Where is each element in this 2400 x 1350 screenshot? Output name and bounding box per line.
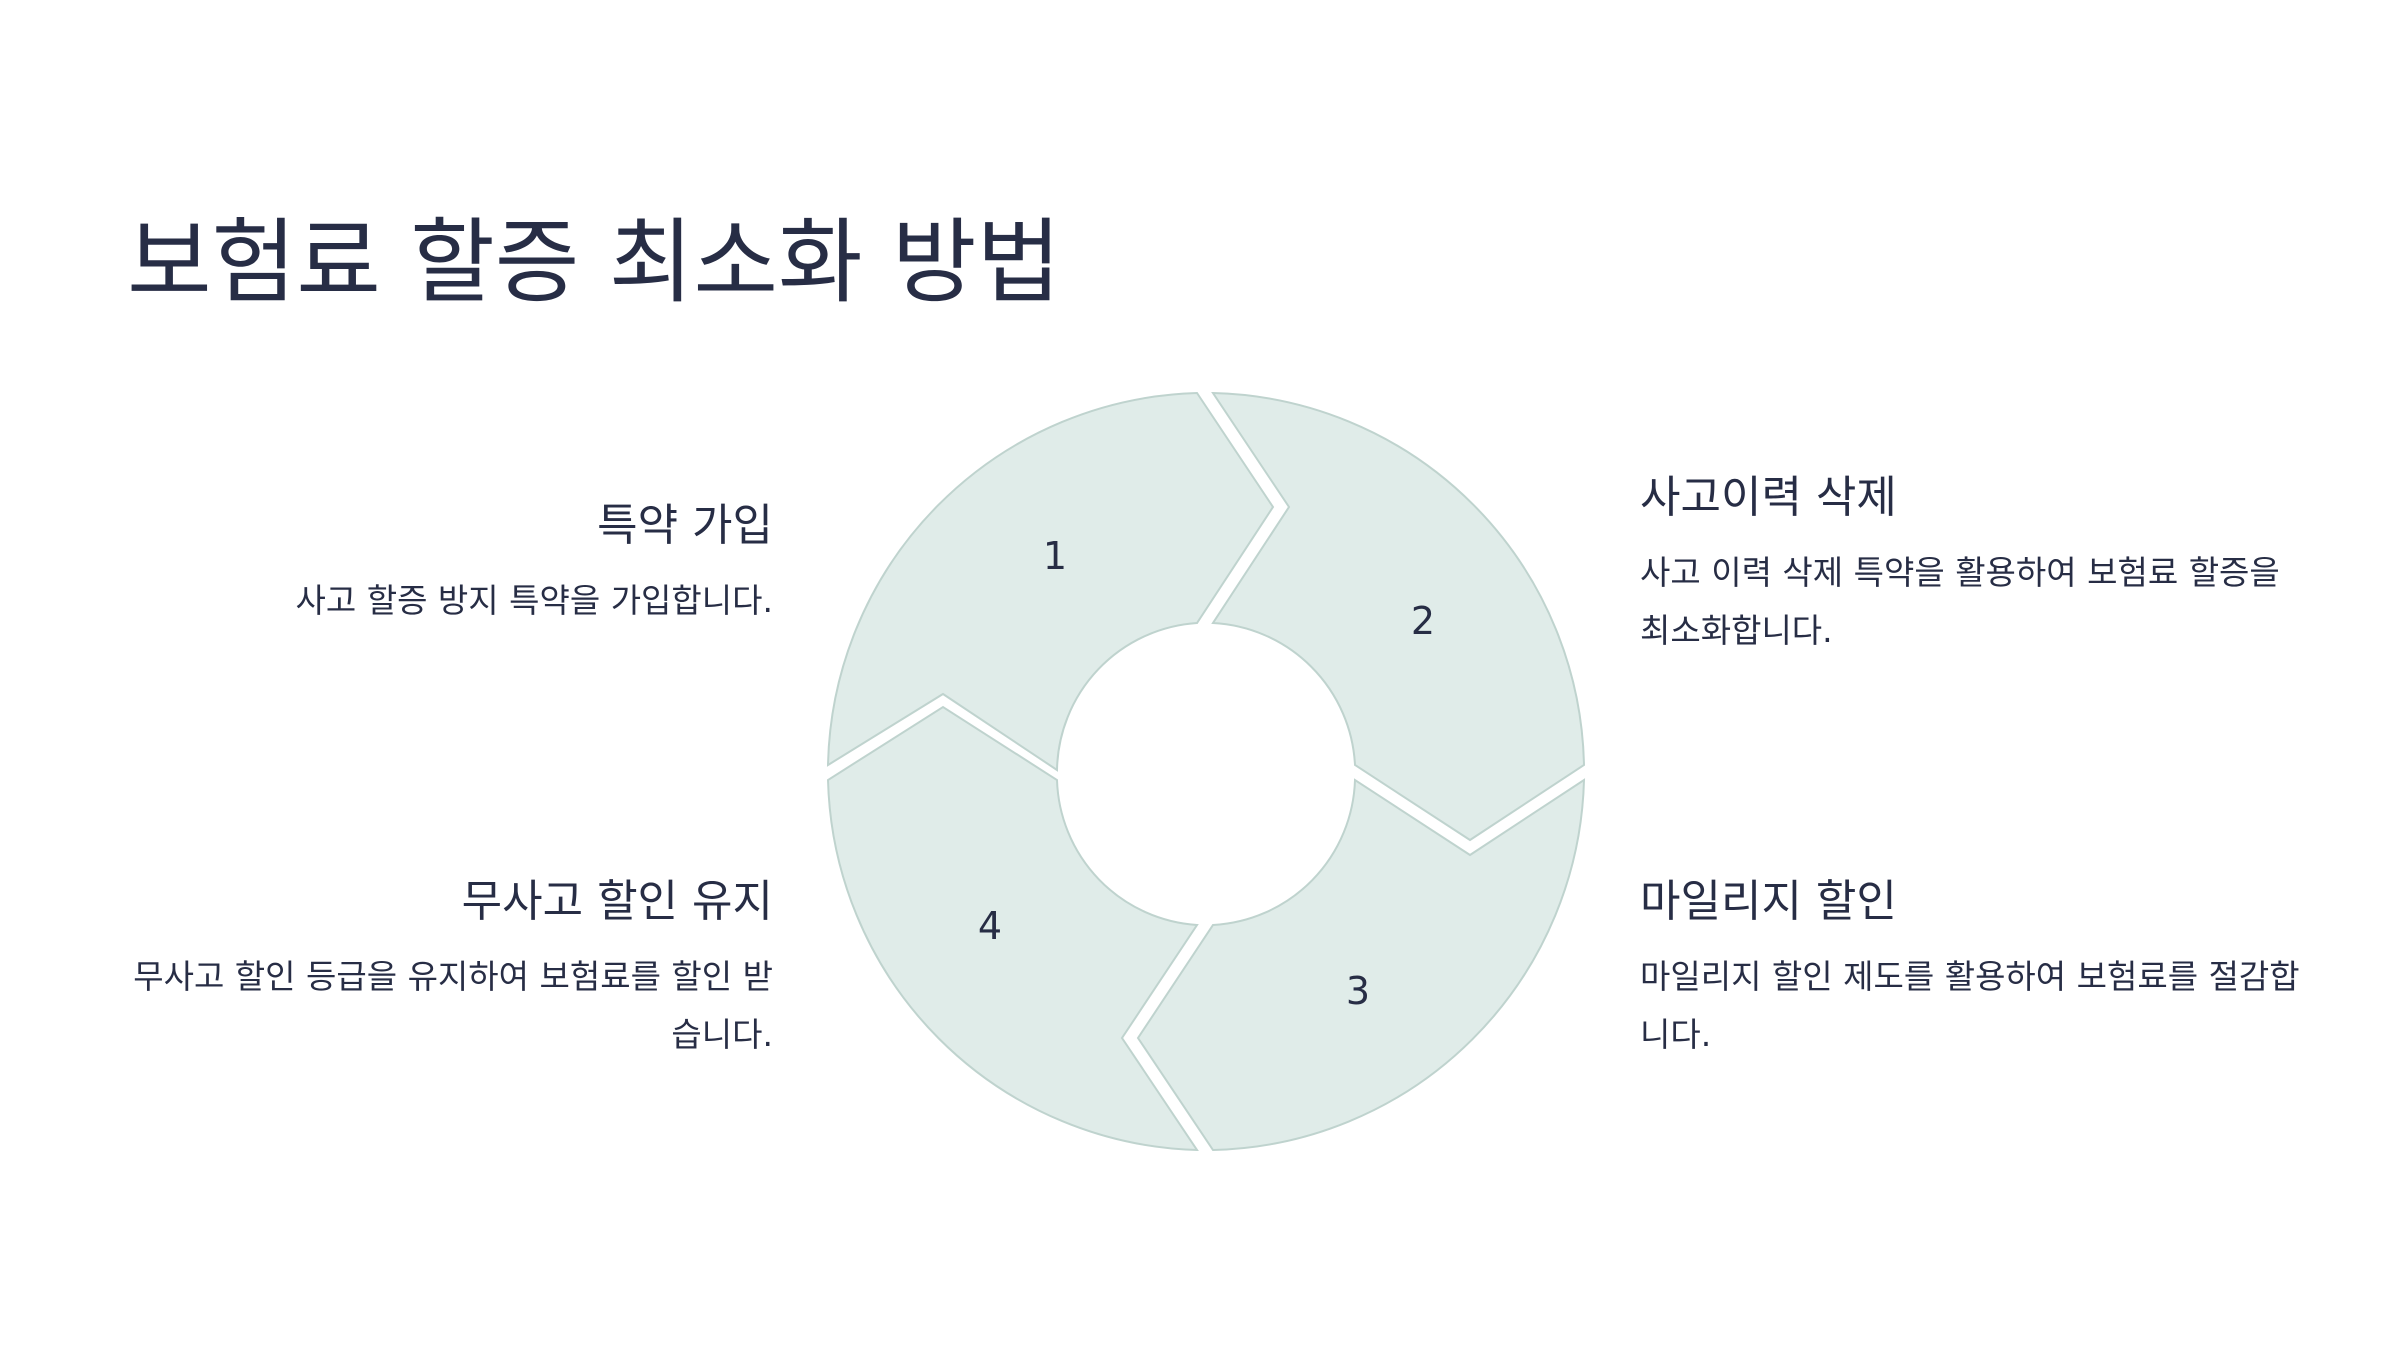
step-4-description: 무사고 할인 등급을 유지하여 보험료를 할인 받습니다. xyxy=(133,957,773,1054)
step-2-description: 사고 이력 삭제 특약을 활용하여 보험료 할증을 최소화합니다. xyxy=(1640,553,2280,650)
cycle-segment-3 xyxy=(1136,778,1586,1152)
step-4-title: 무사고 할인 유지 xyxy=(461,876,773,927)
step-1: 특약 가입 사고 할증 방지 특약을 가입합니다. xyxy=(113,496,774,630)
step-3: 마일리지 할인 마일리지 할인 제도를 활용하여 보험료를 절감합니다. xyxy=(1640,872,2300,1064)
cycle-segment-4 xyxy=(826,705,1199,1152)
slide-title: 보험료 할증 최소화 방법 xyxy=(127,209,1062,316)
step-1-description: 사고 할증 방지 특약을 가입합니다. xyxy=(295,581,774,620)
cycle-segment-2-number: 2 xyxy=(1411,599,1435,643)
cycle-segment-4-number: 4 xyxy=(978,904,1002,948)
cycle-segment-1-number: 1 xyxy=(1043,534,1067,578)
step-3-description: 마일리지 할인 제도를 활용하여 보험료를 절감합니다. xyxy=(1640,957,2300,1054)
step-2-title: 사고이력 삭제 xyxy=(1640,472,1897,523)
cycle-segment-3-number: 3 xyxy=(1346,969,1370,1013)
cycle-segment-2 xyxy=(1211,391,1586,842)
step-4: 무사고 할인 유지 무사고 할인 등급을 유지하여 보험료를 할인 받습니다. xyxy=(113,872,773,1064)
step-2: 사고이력 삭제 사고 이력 삭제 특약을 활용하여 보험료 할증을 최소화합니다… xyxy=(1640,468,2300,660)
cycle-segment-1 xyxy=(826,391,1275,772)
step-1-title: 특약 가입 xyxy=(597,500,773,551)
step-3-title: 마일리지 할인 xyxy=(1640,876,1897,927)
